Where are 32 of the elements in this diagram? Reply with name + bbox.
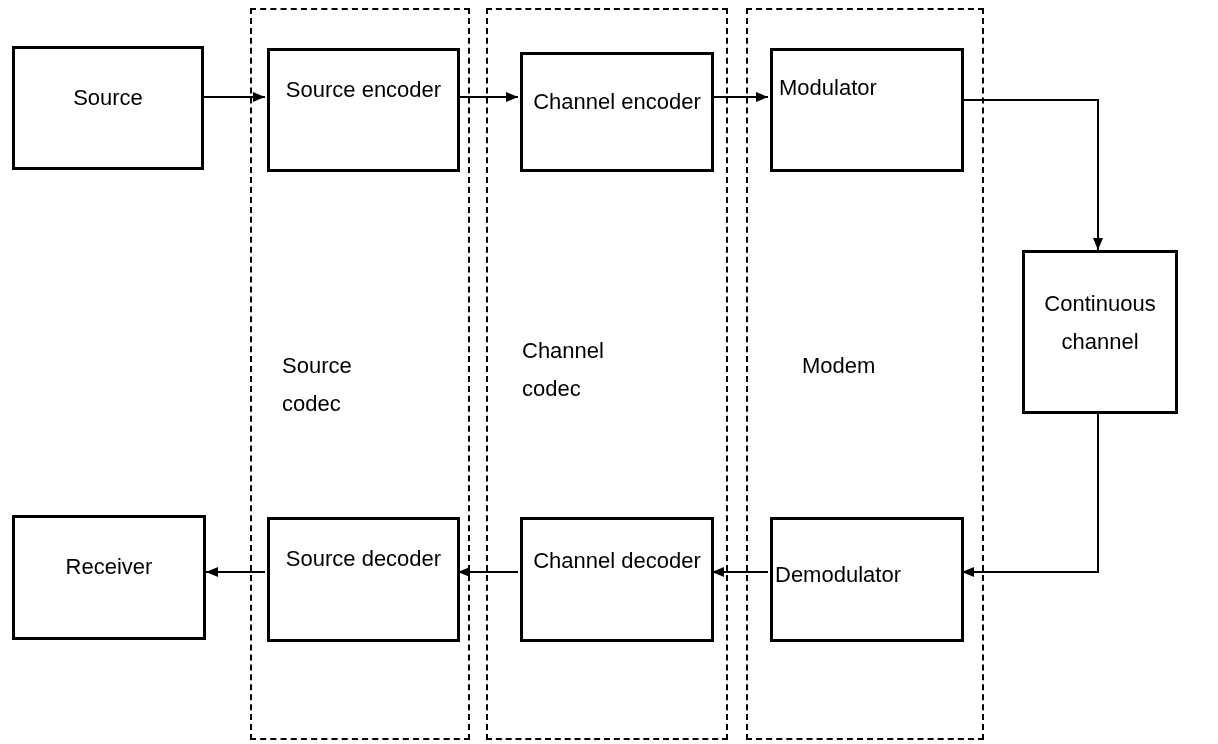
arrow — [961, 99, 1103, 251]
arrow — [457, 567, 519, 577]
arrow — [961, 413, 1099, 577]
dashed-group-frame — [486, 8, 728, 740]
group-label: Source codec — [282, 352, 353, 418]
arrow — [457, 92, 519, 102]
block-box — [520, 517, 714, 642]
block-label: Channel decoder — [533, 547, 701, 575]
block-label: Source decoder — [285, 545, 442, 573]
dashed-group-frame — [746, 8, 984, 740]
arrow — [711, 567, 769, 577]
arrow — [711, 92, 769, 102]
block-label: Source — [73, 84, 143, 112]
block-box — [12, 46, 204, 170]
block-box — [12, 515, 206, 640]
arrow — [203, 92, 266, 102]
block-label: Demodulator — [775, 561, 901, 589]
block-box — [1022, 250, 1178, 414]
block-label: Channel encoder — [533, 88, 701, 116]
group-label: Channel codec — [522, 337, 605, 403]
block-box — [770, 517, 964, 642]
block-label: Receiver — [65, 553, 153, 581]
block-box — [520, 52, 714, 172]
block-box — [770, 48, 964, 172]
block-label: Modulator — [779, 74, 877, 102]
group-label: Modem — [802, 352, 877, 380]
block-label: Continuous channel — [1043, 290, 1157, 356]
block-box — [267, 517, 460, 642]
block-label: Source encoder — [285, 76, 442, 104]
arrow — [205, 567, 266, 577]
block-box — [267, 48, 460, 172]
dashed-group-frame — [250, 8, 470, 740]
